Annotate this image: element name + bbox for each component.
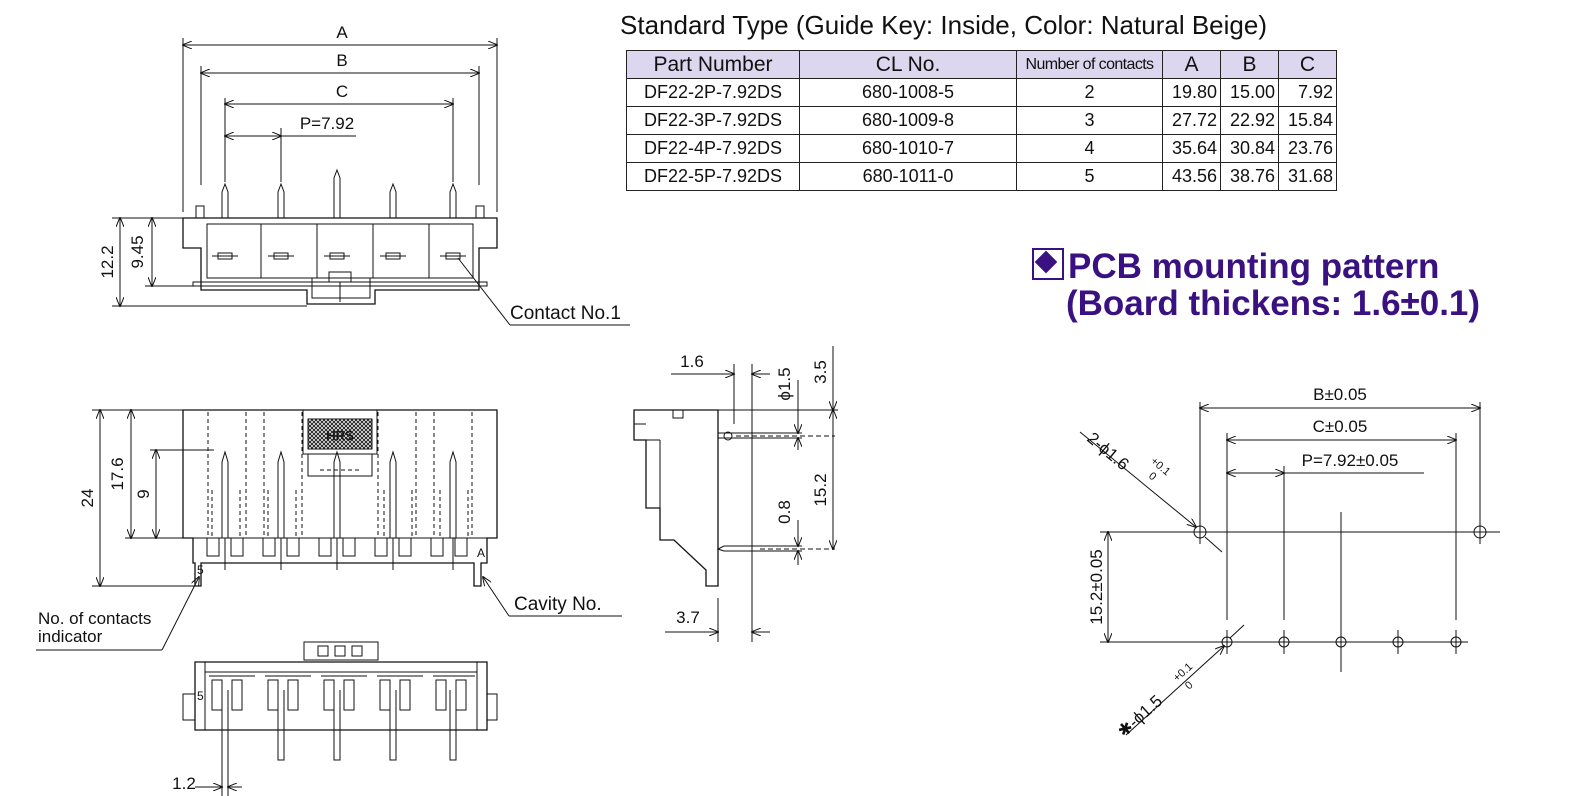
cell-a: 35.64 <box>1162 134 1221 163</box>
cell-contacts: 4 <box>1016 134 1163 163</box>
pcb-pitch-label: P=7.92±0.05 <box>1302 451 1399 470</box>
cell-b: 22.92 <box>1220 106 1279 135</box>
bottom-five-mark: 5 <box>197 689 204 703</box>
cell-contacts: 2 <box>1016 78 1163 107</box>
dim-15-2-label: 15.2 <box>811 473 830 506</box>
dim-a-label: A <box>336 23 348 42</box>
pcb-vertical-dim-label: 15.2±0.05 <box>1087 549 1106 625</box>
header-cl-no: CL No. <box>799 50 1017 79</box>
dim-pitch-label: P=7.92 <box>300 114 354 133</box>
header-b: B <box>1220 50 1279 79</box>
contacts-indicator-label-line2: indicator <box>38 627 103 646</box>
table-row: DF22-5P-7.92DS 680-1011-0 5 43.56 38.76 … <box>626 162 1337 191</box>
dim-height-12-2-label: 12.2 <box>98 245 117 278</box>
dim-17-6-label: 17.6 <box>108 457 127 490</box>
cell-part-number: DF22-2P-7.92DS <box>626 78 800 107</box>
front-view <box>112 38 630 326</box>
cell-cl-no: 680-1009-8 <box>799 106 1017 135</box>
cell-a: 27.72 <box>1162 106 1221 135</box>
dim-height-9-45-label: 9.45 <box>128 235 147 268</box>
contacts-indicator-label-line1: No. of contacts <box>38 609 151 628</box>
cell-c: 15.84 <box>1278 106 1337 135</box>
dim-1-6-label: 1.6 <box>680 352 704 371</box>
pcb-title-line1: PCB mounting pattern <box>1068 247 1440 286</box>
pcb-mounting-title: PCB mounting pattern (Board thickens: 1.… <box>1032 248 1480 322</box>
profile-view <box>633 346 838 642</box>
cell-cl-no: 680-1010-7 <box>799 134 1017 163</box>
table-title: Standard Type (Guide Key: Inside, Color:… <box>620 10 1267 40</box>
header-a: A <box>1162 50 1221 79</box>
dim-0-8-label: 0.8 <box>775 500 794 524</box>
header-c: C <box>1278 50 1337 79</box>
dim-9-label: 9 <box>134 489 153 498</box>
table-header-row: Part Number CL No. Number of contacts A … <box>626 50 1337 79</box>
dim-24-label: 24 <box>78 489 97 508</box>
dim-3-5-label: 3.5 <box>811 360 830 384</box>
cavity-five-mark: 5 <box>197 563 204 577</box>
diamond-bullet-icon <box>1032 248 1064 280</box>
cavity-no-label: Cavity No. <box>514 594 602 615</box>
pcb-pattern-labels: B±0.05 C±0.05 P=7.92±0.05 2-ϕ1.6 +0.1 0 … <box>1083 385 1398 741</box>
pcb-title-line2: (Board thickens: 1.6±0.1) <box>1066 284 1481 323</box>
cell-b: 30.84 <box>1220 134 1279 163</box>
header-part-number: Part Number <box>626 50 800 79</box>
front-view-labels: A B C P=7.92 12.2 9.45 Contact No.1 <box>98 23 621 324</box>
pcb-hole2-label: ✱-ϕ1.5 <box>1114 691 1166 741</box>
bottom-view-labels: 5 1.2 <box>172 689 204 793</box>
pcb-hole2-zero: 0 <box>1183 679 1196 692</box>
contact-no1-label: Contact No.1 <box>510 303 621 324</box>
pcb-b-label: B±0.05 <box>1313 385 1367 404</box>
cell-a: 19.80 <box>1162 78 1221 107</box>
cell-contacts: 3 <box>1016 106 1163 135</box>
dim-1-2-label: 1.2 <box>172 774 196 793</box>
dim-dia-1-5-label: ϕ1.5 <box>775 367 794 400</box>
cell-b: 15.00 <box>1220 78 1279 107</box>
cell-c: 7.92 <box>1278 78 1337 107</box>
pcb-hole1-zero: 0 <box>1146 470 1158 483</box>
dim-b-label: B <box>336 51 347 70</box>
cell-contacts: 5 <box>1016 162 1163 191</box>
cell-part-number: DF22-5P-7.92DS <box>626 162 800 191</box>
pcb-hole1-label: 2-ϕ1.6 <box>1083 429 1132 475</box>
profile-view-labels: 1.6 ϕ1.5 3.5 15.2 0.8 3.7 <box>676 352 830 627</box>
cell-c: 23.76 <box>1278 134 1337 163</box>
table-row: DF22-4P-7.92DS 680-1010-7 4 35.64 30.84 … <box>626 134 1337 163</box>
table-row: DF22-3P-7.92DS 680-1009-8 3 27.72 22.92 … <box>626 106 1337 135</box>
cell-part-number: DF22-3P-7.92DS <box>626 106 800 135</box>
cell-cl-no: 680-1011-0 <box>799 162 1017 191</box>
table-row: DF22-2P-7.92DS 680-1008-5 2 19.80 15.00 … <box>626 78 1337 107</box>
pcb-c-label: C±0.05 <box>1313 417 1368 436</box>
cell-c: 31.68 <box>1278 162 1337 191</box>
top-view <box>36 410 622 651</box>
part-number-table: Part Number CL No. Number of contacts A … <box>626 50 1337 191</box>
cell-b: 38.76 <box>1220 162 1279 191</box>
header-number-of-contacts: Number of contacts <box>1016 50 1163 79</box>
dim-3-7-label: 3.7 <box>676 608 700 627</box>
cell-cl-no: 680-1008-5 <box>799 78 1017 107</box>
pcb-hole2-tol: +0.1 <box>1171 661 1195 684</box>
cell-part-number: DF22-4P-7.92DS <box>626 134 800 163</box>
pcb-pattern <box>1079 402 1500 736</box>
bottom-view <box>182 641 498 796</box>
dim-c-label: C <box>336 82 348 101</box>
top-view-labels: HRS 24 17.6 9 5 A No. of contacts indica… <box>38 428 602 646</box>
cavity-a-mark: A <box>477 546 485 560</box>
latch-hrs-label: HRS <box>326 428 354 443</box>
cell-a: 43.56 <box>1162 162 1221 191</box>
